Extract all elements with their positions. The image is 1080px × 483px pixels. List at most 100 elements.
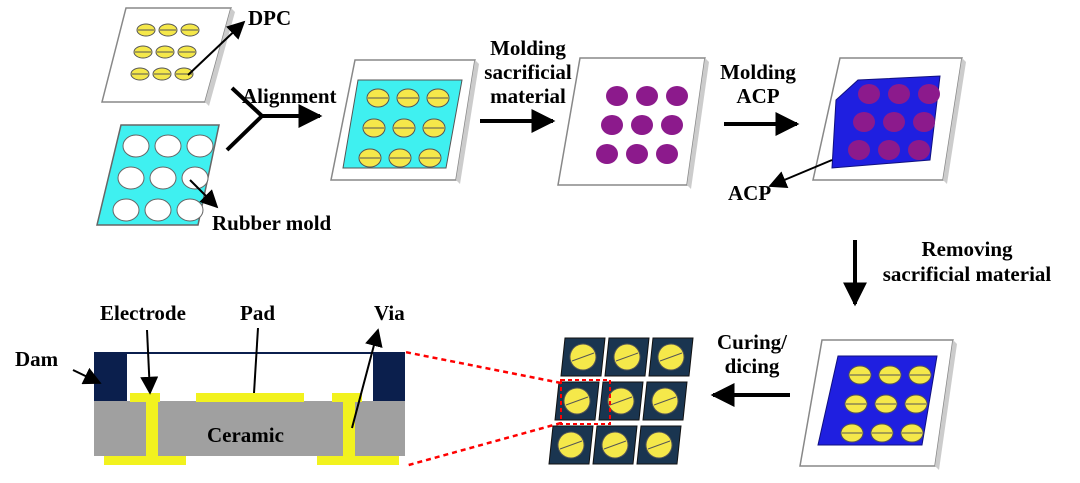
alignment-merge-arrow — [225, 86, 323, 152]
dpc-plate — [101, 7, 235, 106]
acp-dot — [883, 112, 905, 132]
mold-hole — [149, 166, 177, 190]
mold-hole — [181, 166, 209, 190]
final-pad — [840, 423, 864, 443]
rubber-mold-leader-arrow — [189, 179, 219, 209]
acp-dot — [908, 140, 930, 160]
mold-hole — [117, 166, 145, 190]
final-pad — [874, 394, 898, 414]
final-pad — [848, 365, 872, 385]
mold-hole — [176, 198, 204, 222]
acp-dot — [888, 84, 910, 104]
rubber-mold — [96, 124, 220, 226]
dam-left — [94, 353, 127, 401]
diced-tile — [636, 425, 682, 465]
sacrificial-dot — [626, 144, 648, 164]
sacrificial-dot — [666, 86, 688, 106]
pad-leader — [253, 327, 259, 394]
aligned-pad — [358, 148, 382, 168]
aligned-plate — [330, 59, 479, 184]
diced-tile — [548, 425, 594, 465]
molding-sacrificial-label-3: material — [490, 84, 566, 108]
sacrificial-dot — [656, 144, 678, 164]
rubber-mold-label: Rubber mold — [212, 211, 332, 235]
via-label: Via — [374, 301, 405, 325]
via-right — [343, 401, 355, 463]
zoom-link-bottom — [404, 421, 562, 468]
aligned-pad — [396, 88, 420, 108]
dam-label: Dam — [15, 347, 59, 371]
sacrificial-dot — [606, 86, 628, 106]
aligned-pad — [366, 88, 390, 108]
electrode-leader — [140, 329, 159, 395]
final-plate — [799, 339, 957, 470]
alignment-label: Alignment — [242, 84, 337, 108]
dpc-leader-arrow — [187, 20, 246, 76]
ceramic-label: Ceramic — [207, 423, 284, 447]
final-pad — [904, 394, 928, 414]
mold-hole — [112, 198, 140, 222]
dpc-pad — [177, 45, 197, 59]
cross-section: Ceramic — [94, 352, 405, 465]
bottom-pad-right — [317, 456, 399, 465]
acp-leader-arrow — [768, 159, 833, 189]
aligned-pad — [392, 118, 416, 138]
electrode-label: Electrode — [100, 301, 186, 325]
final-pad — [908, 365, 932, 385]
mold-hole — [154, 134, 182, 158]
diced-tile — [648, 337, 694, 377]
molding-sacrificial-label-2: sacrificial — [484, 60, 572, 84]
sacrificial-plate — [557, 57, 709, 189]
mold-hole — [122, 134, 150, 158]
dam-right — [373, 353, 405, 401]
curing-label-1: Curing/ — [717, 330, 788, 354]
zoom-link-top — [404, 350, 562, 385]
diced-tile — [598, 381, 644, 421]
removing-label-1: Removing — [922, 237, 1013, 261]
sacrificial-dot — [631, 115, 653, 135]
aligned-pad — [362, 118, 386, 138]
diced-tile — [642, 381, 688, 421]
diced-tiles — [548, 337, 694, 465]
diced-tile — [554, 381, 600, 421]
dpc-pad — [133, 45, 153, 59]
acp-dot — [858, 84, 880, 104]
molding-acp-label-2: ACP — [736, 84, 779, 108]
pad-layer — [196, 393, 304, 402]
dpc-pad — [155, 45, 175, 59]
via-leader — [351, 328, 383, 429]
final-pad — [900, 423, 924, 443]
removing-label-2: sacrificial material — [883, 262, 1052, 286]
molding-sacrificial-label-1: Molding — [490, 36, 566, 60]
sacrificial-dot — [661, 115, 683, 135]
acp-dot — [848, 140, 870, 160]
acp-dot — [913, 112, 935, 132]
diced-tile — [560, 337, 606, 377]
bottom-pad-left — [104, 456, 186, 465]
final-pad — [870, 423, 894, 443]
dpc-pad — [180, 23, 200, 37]
mold-hole — [144, 198, 172, 222]
acp-plate — [812, 57, 966, 184]
curing-label-2: dicing — [725, 354, 780, 378]
sacrificial-dot — [636, 86, 658, 106]
aligned-pad — [422, 118, 446, 138]
final-pad — [878, 365, 902, 385]
via-left — [146, 401, 158, 463]
dpc-label: DPC — [248, 6, 291, 30]
acp-dot — [853, 112, 875, 132]
selected-tile-highlight — [560, 379, 611, 425]
electrode-top — [130, 393, 160, 402]
acp-dot — [918, 84, 940, 104]
dpc-pad — [174, 67, 194, 81]
electrode-top-right — [332, 393, 362, 402]
pad-label: Pad — [240, 301, 275, 325]
aligned-pad — [418, 148, 442, 168]
dpc-pad — [158, 23, 178, 37]
molding-acp-label-1: Molding — [720, 60, 796, 84]
dpc-pad — [136, 23, 156, 37]
dam-leader — [72, 367, 102, 385]
dpc-pad — [130, 67, 150, 81]
sacrificial-dot — [596, 144, 618, 164]
